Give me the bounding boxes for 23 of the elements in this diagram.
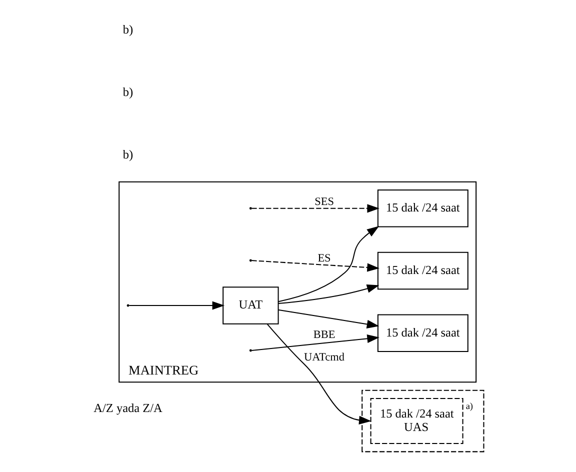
label: b)	[122, 85, 133, 100]
arrow	[278, 284, 379, 304]
arrow	[251, 204, 379, 213]
label: b)	[122, 22, 133, 37]
arrow	[251, 260, 379, 272]
arrow	[251, 334, 379, 351]
node-box: 15 dak /24 saat	[376, 252, 468, 290]
edge-label: BBE	[312, 329, 335, 342]
edge-label: UATcmd	[304, 352, 344, 364]
label: b)	[122, 147, 133, 162]
arrow	[278, 309, 379, 328]
edge-label: ES	[317, 252, 330, 264]
node-box: UAT	[222, 286, 278, 324]
node-box: 15 dak /24 saat	[376, 314, 468, 352]
node-label: a)	[465, 400, 472, 411]
arrow	[128, 301, 224, 310]
edge-label: SES	[314, 196, 334, 208]
cluster	[361, 390, 484, 452]
arrow	[266, 324, 371, 424]
label: A/Z yada Z/A	[93, 400, 162, 415]
arrow	[278, 226, 379, 302]
node-box: 15 dak /24 saat	[376, 190, 468, 228]
node-box: 15 dak /24 saat UAS	[370, 398, 463, 444]
